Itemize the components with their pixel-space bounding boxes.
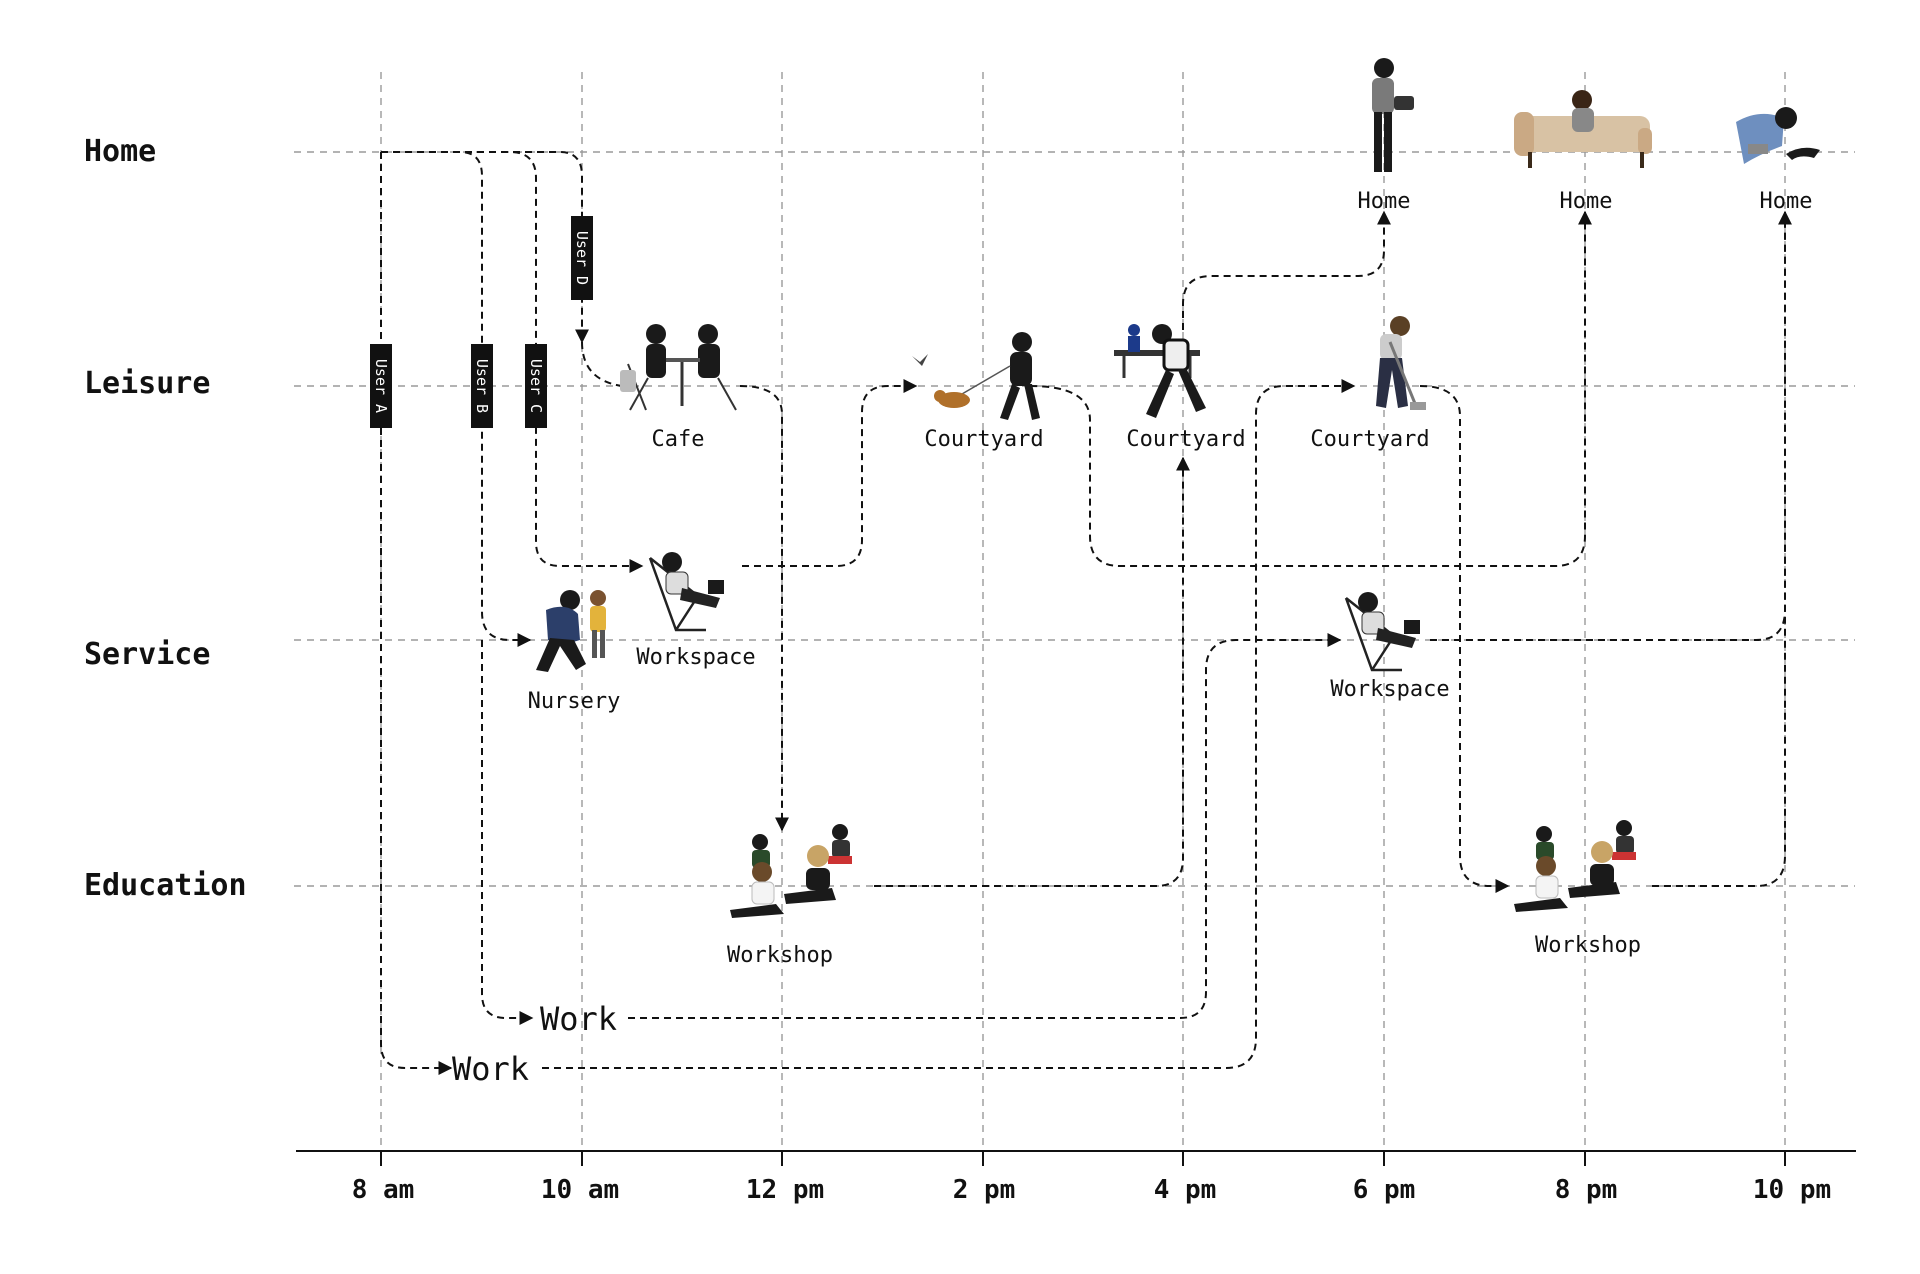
workshop-group-evening-icon [1514, 820, 1636, 912]
work-labels: Work Work [452, 1000, 617, 1088]
work-label-user-a: Work [452, 1050, 529, 1088]
workspace-chair-person-icon [648, 552, 724, 632]
path-user-c-workspace-courtyard [742, 379, 918, 567]
path-user-d [381, 151, 589, 344]
row-label-service: Service [84, 637, 210, 672]
tag-user-c: User C [525, 344, 547, 428]
place-label-courtyard-2pm: Courtyard [924, 427, 1043, 452]
path-user-d-cafe [581, 341, 623, 387]
time-axis-labels: 8 am 10 am 12 pm 2 pm 4 pm 6 pm 8 pm 10 … [352, 1175, 1831, 1205]
path-user-d-cafe-workshop [739, 385, 789, 832]
workspace-chair-person-pm-icon [1344, 592, 1420, 672]
place-label-home-8pm: Home [1560, 189, 1613, 214]
path-user-b-work-service [628, 633, 1342, 1019]
svg-text:User A: User A [372, 359, 390, 413]
path-user-d-courtyard-home [1182, 210, 1391, 330]
person-with-cat-icon [1736, 107, 1820, 164]
row-label-leisure: Leisure [84, 366, 210, 401]
tick-label-10pm: 10 pm [1753, 1175, 1831, 1205]
path-user-a [380, 152, 453, 1075]
row-gridlines [294, 151, 1855, 887]
row-labels: Home Leisure Service Education [84, 134, 247, 903]
ping-pong-players-icon [1114, 324, 1206, 418]
place-label-courtyard-4pm: Courtyard [1126, 427, 1245, 452]
svg-text:User D: User D [573, 231, 591, 285]
user-tags: User A User B User C User D [370, 216, 593, 428]
path-user-a-work [542, 379, 1356, 1069]
tag-user-d: User D [571, 216, 593, 300]
figures [536, 58, 1820, 918]
tag-user-a: User A [370, 344, 392, 428]
cafe-people-icon [620, 324, 737, 411]
place-label-workspace-am: Workspace [636, 645, 755, 670]
path-user-b-service-home [1430, 212, 1786, 641]
tick-label-4pm: 4 pm [1154, 1175, 1217, 1205]
sofa-person-icon [1514, 90, 1652, 168]
place-label-courtyard-6pm: Courtyard [1310, 427, 1429, 452]
path-user-c-courtyard-home [1029, 210, 1592, 567]
time-axis-ticks [380, 1151, 1786, 1166]
path-user-b-work [481, 640, 534, 1025]
place-label-home-6pm: Home [1358, 189, 1411, 214]
tick-label-10am: 10 am [541, 1175, 619, 1205]
path-user-b [381, 151, 532, 647]
path-user-a-courtyard-home [1419, 385, 1510, 893]
tick-label-12pm: 12 pm [746, 1175, 824, 1205]
workshop-group-icon [730, 824, 852, 918]
place-label-cafe: Cafe [652, 427, 705, 452]
adult-with-child-icon [536, 590, 606, 672]
person-sweeping-icon [1376, 316, 1426, 410]
place-label-home-10pm: Home [1760, 189, 1813, 214]
person-walking-dog-icon [912, 332, 1040, 420]
work-label-user-b: Work [540, 1000, 617, 1038]
place-label-nursery: Nursery [528, 689, 621, 714]
tick-label-8am: 8 am [352, 1175, 415, 1205]
place-labels: Cafe Courtyard Courtyard Courtyard Home … [528, 189, 1813, 968]
person-cooking-icon [1372, 58, 1414, 172]
place-label-workshop-noon: Workshop [727, 943, 833, 968]
place-label-workspace-pm: Workspace [1330, 677, 1449, 702]
row-label-education: Education [84, 868, 247, 903]
path-user-d-workshop-courtyard [874, 456, 1190, 887]
svg-text:User C: User C [527, 359, 545, 413]
row-label-home: Home [84, 134, 156, 169]
path-user-c [381, 151, 644, 573]
path-user-a-workshop-home [1652, 210, 1792, 887]
tag-user-b: User B [471, 344, 493, 428]
svg-text:User B: User B [473, 359, 491, 413]
tick-label-6pm: 6 pm [1353, 1175, 1416, 1205]
place-label-workshop-eve: Workshop [1535, 933, 1641, 958]
tick-label-8pm: 8 pm [1555, 1175, 1618, 1205]
tick-label-2pm: 2 pm [953, 1175, 1016, 1205]
